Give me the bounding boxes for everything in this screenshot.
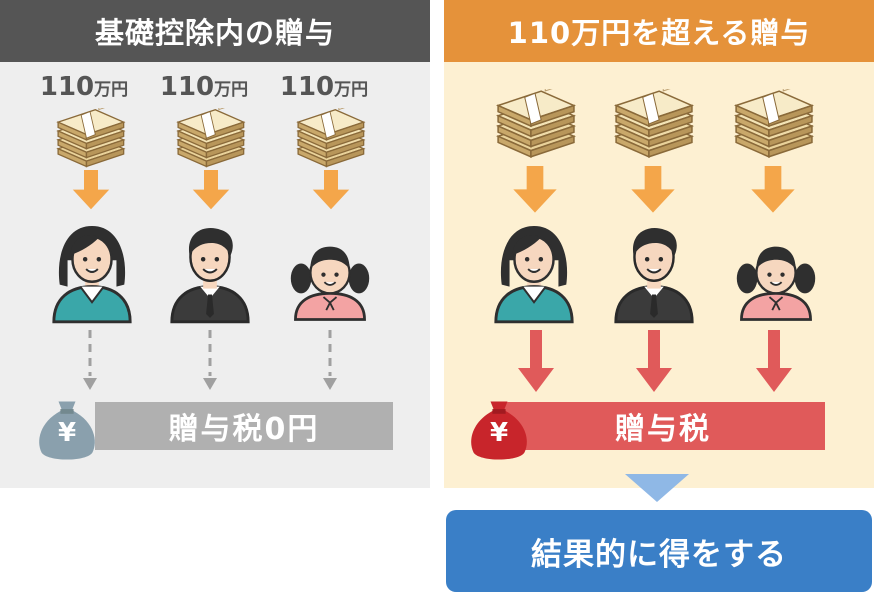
- amount-unit: 万円: [334, 80, 369, 100]
- gift-amount-label: 110万円: [274, 72, 374, 102]
- tax-label: 贈与税0円: [168, 412, 320, 447]
- gift-tax-zero-bar: 贈与税0円: [95, 402, 393, 450]
- girl-avatar-icon: [734, 216, 818, 324]
- tax-label: 贈与税: [615, 412, 711, 447]
- dashed-arrow-down-icon: [200, 330, 220, 394]
- man-avatar-icon: [610, 216, 698, 324]
- yen-symbol: ¥: [57, 418, 77, 448]
- woman-avatar-icon: [490, 216, 578, 324]
- result-arrow-icon: [625, 474, 689, 502]
- woman-avatar-icon: [48, 216, 136, 324]
- amount-unit: 万円: [214, 80, 249, 100]
- right-panel-title: 110万円を超える贈与: [444, 0, 874, 62]
- amount-unit: 万円: [94, 80, 129, 100]
- result-box: 結果的に得をする: [446, 510, 872, 592]
- girl-avatar-icon: [288, 216, 372, 324]
- arrow-down-icon: [748, 165, 798, 217]
- money-stack-icon: [494, 88, 576, 162]
- yen-symbol: ¥: [489, 418, 509, 448]
- result-label: 結果的に得をする: [531, 536, 787, 573]
- man-avatar-icon: [166, 216, 254, 324]
- money-bundle-icon: [50, 108, 130, 170]
- dashed-arrow-down-icon: [320, 330, 340, 394]
- red-arrow-down-icon: [634, 330, 674, 394]
- amount-value: 110: [39, 72, 95, 102]
- arrow-down-icon: [310, 167, 352, 215]
- gift-amount-label: 110万円: [34, 72, 134, 102]
- arrow-down-icon: [190, 167, 232, 215]
- gift-tax-bar: 贈与税: [501, 402, 825, 450]
- red-arrow-down-icon: [754, 330, 794, 394]
- money-stack-icon: [612, 88, 694, 162]
- left-panel-title: 基礎控除内の贈与: [0, 0, 430, 62]
- arrow-down-icon: [510, 165, 560, 217]
- arrow-down-icon: [628, 165, 678, 217]
- money-stack-icon: [732, 88, 814, 162]
- money-bundle-icon: [290, 108, 370, 170]
- arrow-down-icon: [70, 167, 112, 215]
- gift-amount-label: 110万円: [154, 72, 254, 102]
- amount-value: 110: [279, 72, 335, 102]
- money-bundle-icon: [170, 108, 250, 170]
- yen-money-bag-icon: ¥: [466, 392, 532, 462]
- red-arrow-down-icon: [516, 330, 556, 394]
- yen-money-bag-icon: ¥: [34, 392, 100, 462]
- dashed-arrow-down-icon: [80, 330, 100, 394]
- amount-value: 110: [159, 72, 215, 102]
